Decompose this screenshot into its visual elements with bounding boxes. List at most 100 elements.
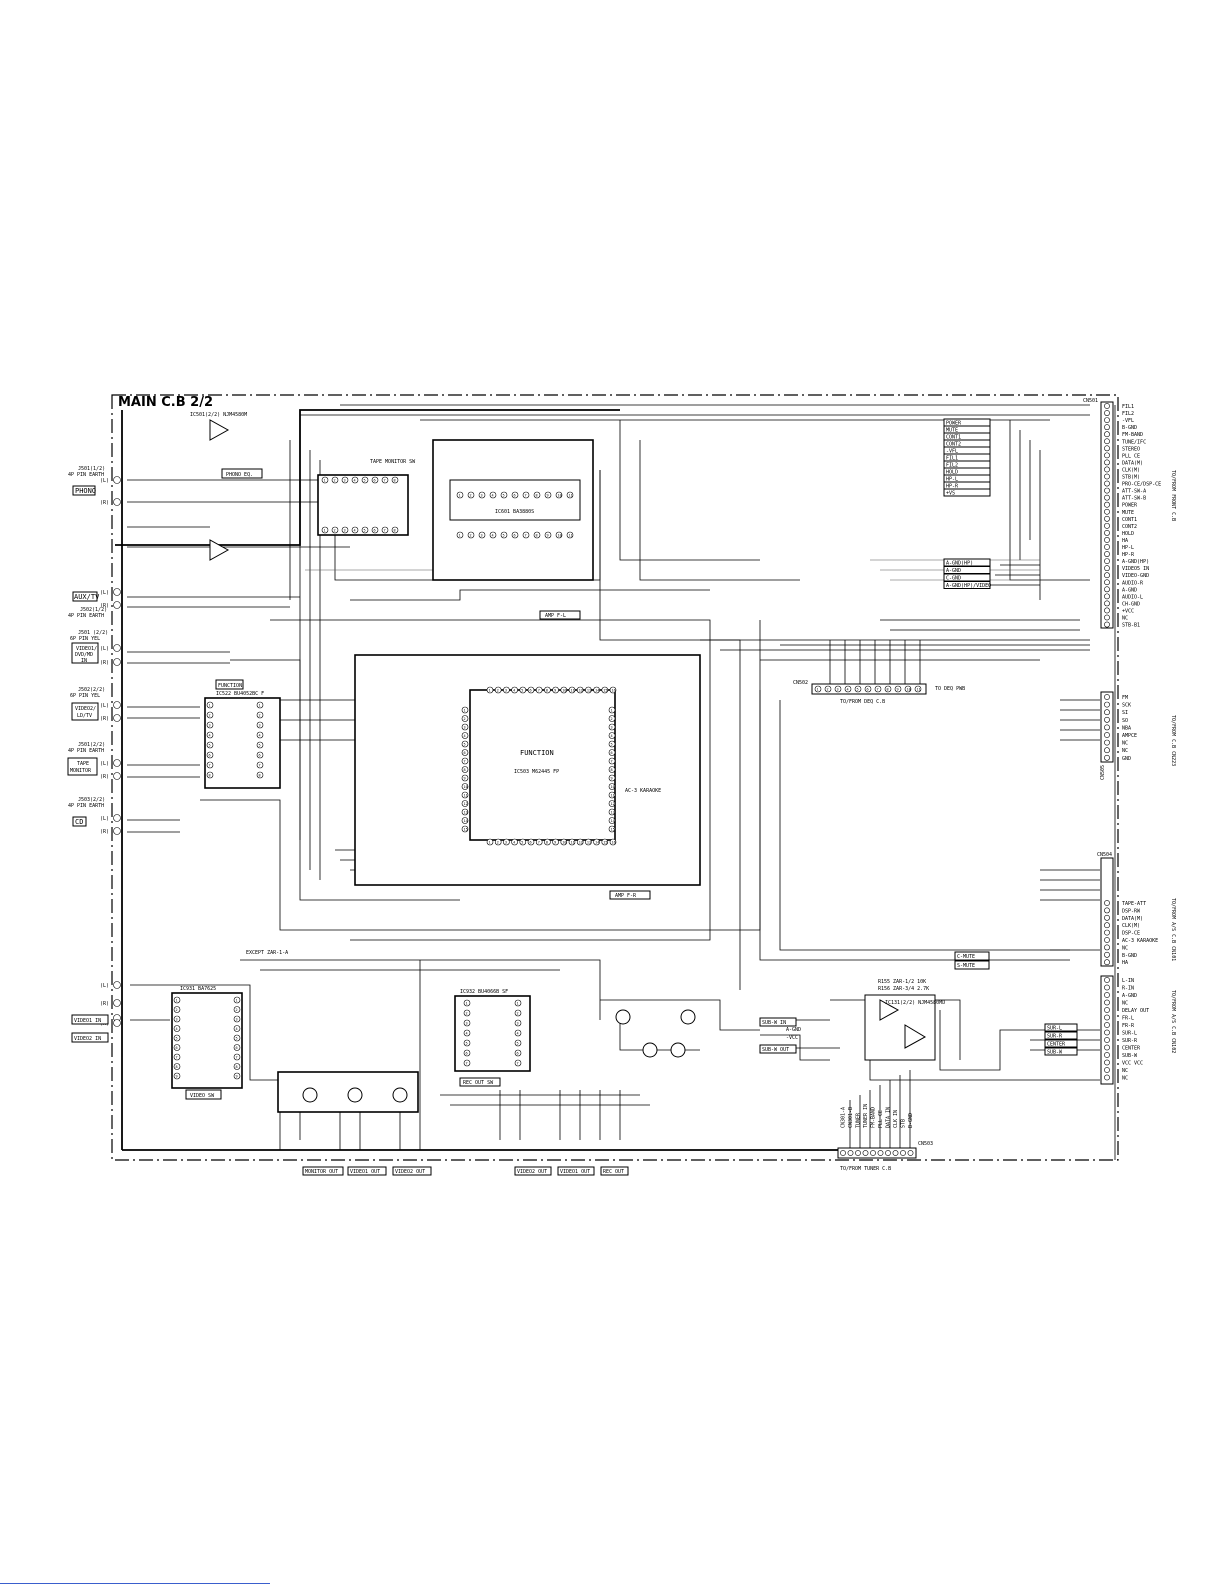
ic-pin-number: 7: [525, 494, 527, 498]
ic-pin: [527, 686, 535, 694]
ic-pin: [461, 749, 469, 756]
jack-desc-video2: 6P PIN YEL: [70, 693, 100, 699]
connector-pin: [1104, 544, 1110, 550]
ic-pin: [173, 1044, 181, 1051]
signal-tag-label: POWER: [946, 421, 962, 427]
ic-pin-number: 8: [536, 534, 538, 538]
cn503-dest: TO/FROM TUNER C.B: [840, 1166, 891, 1172]
jack-terminal: [113, 498, 121, 506]
ic-pin-number: 9: [547, 494, 549, 498]
connector-pin: [1104, 410, 1110, 416]
ic-pin: [608, 774, 616, 782]
ic-pin: [511, 491, 519, 499]
ic-pin-number: 4: [611, 734, 613, 738]
ic-pin: [511, 531, 519, 539]
signal-tag-label: MUTE: [946, 428, 958, 434]
ic-pin-number: 1: [459, 534, 461, 538]
ic-pin-number: 4: [466, 1032, 468, 1036]
connector-pin-label: AMPCE: [1122, 733, 1137, 739]
connector-pin-label: +VCC: [1122, 608, 1134, 614]
ic-pin: [500, 491, 508, 499]
note-r155: R155 ZAR-1/2 10K: [878, 979, 926, 985]
gnd-tag-label: C-GND: [946, 576, 961, 582]
ic-pin-number: 7: [466, 1062, 468, 1066]
output-label: MONITOR OUT: [305, 1169, 338, 1175]
signal-tag-label: +VS: [946, 491, 955, 497]
ic-pin: [173, 1072, 181, 1080]
connector-pin-label: TUNE/IFC: [1122, 439, 1146, 445]
ic-pin: [486, 686, 494, 694]
ic-pin: [331, 476, 339, 484]
ic-pin: [608, 825, 616, 833]
ic-pin-number: 1: [236, 999, 238, 1003]
connector-pin-label: SUR-R: [1122, 1038, 1138, 1044]
ic-pin-number: 4: [492, 494, 494, 498]
connector-pin-label: B-GND: [908, 1113, 914, 1128]
connector-pin-label: STEREO: [1122, 446, 1140, 452]
ic-pin: [601, 686, 609, 694]
ic-pin: [527, 838, 535, 846]
ic-pin: [173, 1006, 181, 1013]
connector-pin-number: 5: [857, 688, 859, 692]
ic-pin-number: 6: [374, 529, 376, 533]
ic-pin-number: 11: [571, 841, 575, 845]
ic-pin-number: 11: [611, 794, 615, 798]
ic-pin: [566, 491, 574, 499]
ic-pin: [608, 715, 616, 722]
connector-pin-label: CLK(M): [1122, 923, 1140, 929]
ic-pin-number: 13: [587, 689, 591, 693]
jack-channel: (L): [100, 478, 109, 484]
ic-pin: [461, 800, 469, 807]
connector-pin: [892, 1150, 899, 1156]
ic-pin-number: 9: [554, 689, 556, 693]
ic-pin: [381, 476, 389, 484]
connector-pin: [1104, 709, 1110, 716]
ic932-label: IC932 BU4066B SF: [460, 989, 508, 995]
ic-pin: [533, 491, 541, 499]
ic-pin: [256, 721, 264, 729]
ic-pin-number: 5: [503, 534, 505, 538]
ic-pin: [173, 1015, 181, 1023]
ic-pin: [233, 1063, 241, 1070]
ic-pin: [608, 783, 616, 790]
subw-in-label: SUB-W IN: [762, 1020, 786, 1026]
jack-channel: (L): [100, 983, 109, 989]
jack-terminal: [113, 1019, 121, 1027]
ic-pin-number: 9: [236, 1075, 238, 1079]
ic-pin: [555, 491, 563, 499]
connector-pin-label: A-GND(HP): [1122, 559, 1149, 565]
ic-pin-number: 13: [587, 841, 591, 845]
connector-pin: [1104, 1029, 1110, 1036]
jack-id-cd: J503(2/2): [78, 797, 105, 803]
ic-pin-number: 1: [517, 1002, 519, 1006]
ic-pin-number: 15: [603, 689, 607, 693]
connector-pin: [1104, 494, 1110, 501]
connector-pin-label: FM: [1122, 695, 1128, 701]
ic-pin: [522, 491, 530, 499]
ic-pin-number: 4: [517, 1032, 519, 1036]
ic-pin-number: 2: [611, 717, 613, 721]
connector-pin: [1104, 614, 1110, 621]
ic-pin-number: 11: [569, 534, 573, 538]
connector-pin-label: DATA(M): [1122, 460, 1143, 466]
connector-pin: [1104, 522, 1110, 529]
input-label-box-tape: [67, 757, 98, 776]
video-sw-label: VIDEO SW: [190, 1093, 215, 1099]
cn501-connector: CN501 FIL1FIL2-VFLB-GNDFM-BANDTUNE/IFCST…: [943, 398, 1176, 629]
connector-pin-number: 9: [897, 688, 899, 692]
output-label: VIDEO1 OUT: [350, 1169, 380, 1175]
ic-pin: [608, 732, 616, 739]
page-title: MAIN C.B 2/2: [118, 395, 213, 410]
ic-pin-number: 5: [466, 1042, 468, 1046]
connector-pin: [1104, 480, 1110, 487]
ic-pin: [461, 706, 469, 714]
ic-pin-number: 6: [514, 494, 516, 498]
connector-pin-label: NC: [1122, 1076, 1128, 1082]
amp-fr-label: AMP F-R: [615, 893, 637, 899]
connector-pin: [1104, 1014, 1110, 1021]
connector-pin: [1104, 530, 1110, 536]
input-label-video1-b: DVD/MD: [75, 652, 93, 658]
ic-pin: [463, 1039, 471, 1047]
connector-pin: [870, 1150, 876, 1156]
connector-pin: [1104, 1022, 1110, 1028]
